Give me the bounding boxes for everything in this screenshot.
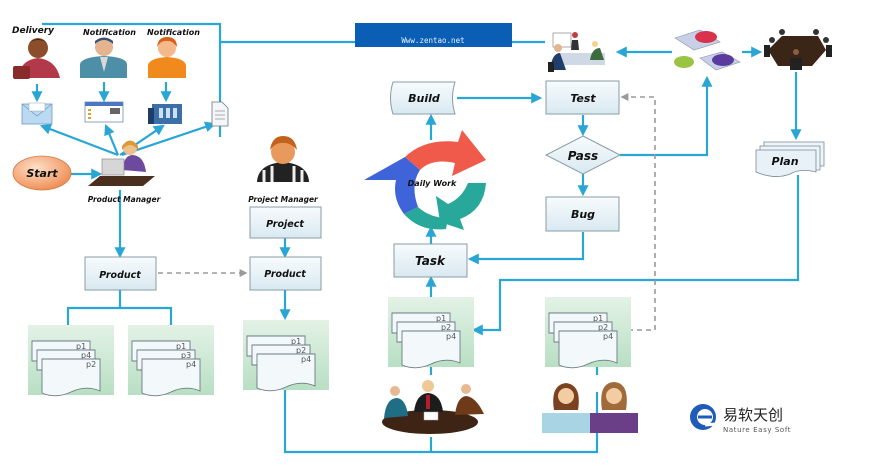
role-label-project-manager: Project Manager [248, 195, 319, 204]
role-label-product-manager: Product Manager [88, 195, 162, 204]
cycle-arrow-blue-icon [364, 157, 420, 214]
project-label: Project [266, 219, 304, 230]
logo-english-text: Nature Easy Soft [723, 426, 791, 434]
start-node[interactable]: Start [12, 155, 72, 191]
page-sheet [401, 330, 461, 369]
start-label: Start [26, 167, 58, 180]
daily-work-cycle[interactable]: Daily Work [364, 130, 486, 230]
test-node[interactable]: Test [545, 80, 620, 115]
page-sheet [41, 358, 101, 397]
product-node-left[interactable]: Product [84, 256, 157, 291]
page-label: p1 [593, 314, 603, 323]
page-sheet [141, 358, 201, 397]
page-label: p1 [76, 342, 86, 351]
plan-node[interactable]: Plan [755, 141, 825, 177]
pass-label: Pass [568, 149, 598, 163]
product-right-label: Product [264, 269, 306, 280]
build-node[interactable]: Build [390, 81, 456, 115]
page-label: p4 [301, 355, 311, 364]
role-label-notification-1: Notification [83, 28, 136, 37]
logo-chinese-text: 易软天创 [723, 406, 783, 424]
web-page-icon [84, 101, 124, 123]
page-label: p1 [436, 314, 446, 323]
task-label: Task [415, 254, 446, 268]
team-meeting-icon [382, 380, 484, 434]
bug-node[interactable]: Bug [545, 196, 620, 232]
product-node-right[interactable]: Product [249, 256, 322, 291]
test-meeting-icon [548, 32, 605, 72]
report-charts-icon [674, 29, 741, 71]
plan-label: Plan [771, 155, 798, 168]
page-label: p4 [186, 360, 196, 369]
website-banner[interactable]: Www.zentao.net [355, 23, 512, 47]
board-meeting-icon [764, 29, 832, 70]
role-label-delivery: Delivery [12, 26, 55, 36]
project-node[interactable]: Project [249, 206, 322, 239]
product-left-label: Product [99, 270, 141, 281]
page-sheet [558, 330, 618, 369]
banner-text: Www.zentao.net [401, 36, 464, 45]
cycle-arrow-red-icon [405, 130, 486, 176]
page-label: p1 [176, 342, 186, 351]
page-label: p3 [181, 351, 191, 360]
line-top-loop [42, 22, 222, 137]
testers-icon [542, 382, 638, 433]
page-label: p1 [291, 337, 301, 346]
document-icon [211, 101, 229, 127]
phone-icon [148, 104, 182, 124]
build-label: Build [408, 92, 440, 105]
page-sheet [256, 353, 316, 392]
bug-label: Bug [571, 208, 595, 221]
page-label: p2 [441, 323, 451, 332]
notification-person-icon [80, 37, 127, 78]
cycle-arrow-teal-icon [436, 183, 486, 230]
page-label: p2 [296, 346, 306, 355]
task-node[interactable]: Task [393, 243, 468, 278]
daily-work-label: Daily Work [408, 179, 457, 188]
product-manager-icon [88, 140, 155, 186]
pass-decision[interactable]: Pass [544, 135, 622, 175]
test-label: Test [570, 92, 596, 105]
page-label: p4 [603, 332, 613, 341]
company-logo: 易软天创 Nature Easy Soft [690, 404, 791, 434]
page-label: p4 [446, 332, 456, 341]
delivery-person-icon [13, 38, 60, 79]
project-manager-icon [257, 136, 309, 182]
email-icon [21, 102, 53, 125]
notification-person-icon [148, 37, 186, 78]
role-label-notification-2: Notification [147, 28, 200, 37]
page-label: p2 [598, 323, 608, 332]
connectors [31, 22, 802, 454]
page-label: p4 [81, 351, 91, 360]
page-label: p2 [86, 360, 96, 369]
